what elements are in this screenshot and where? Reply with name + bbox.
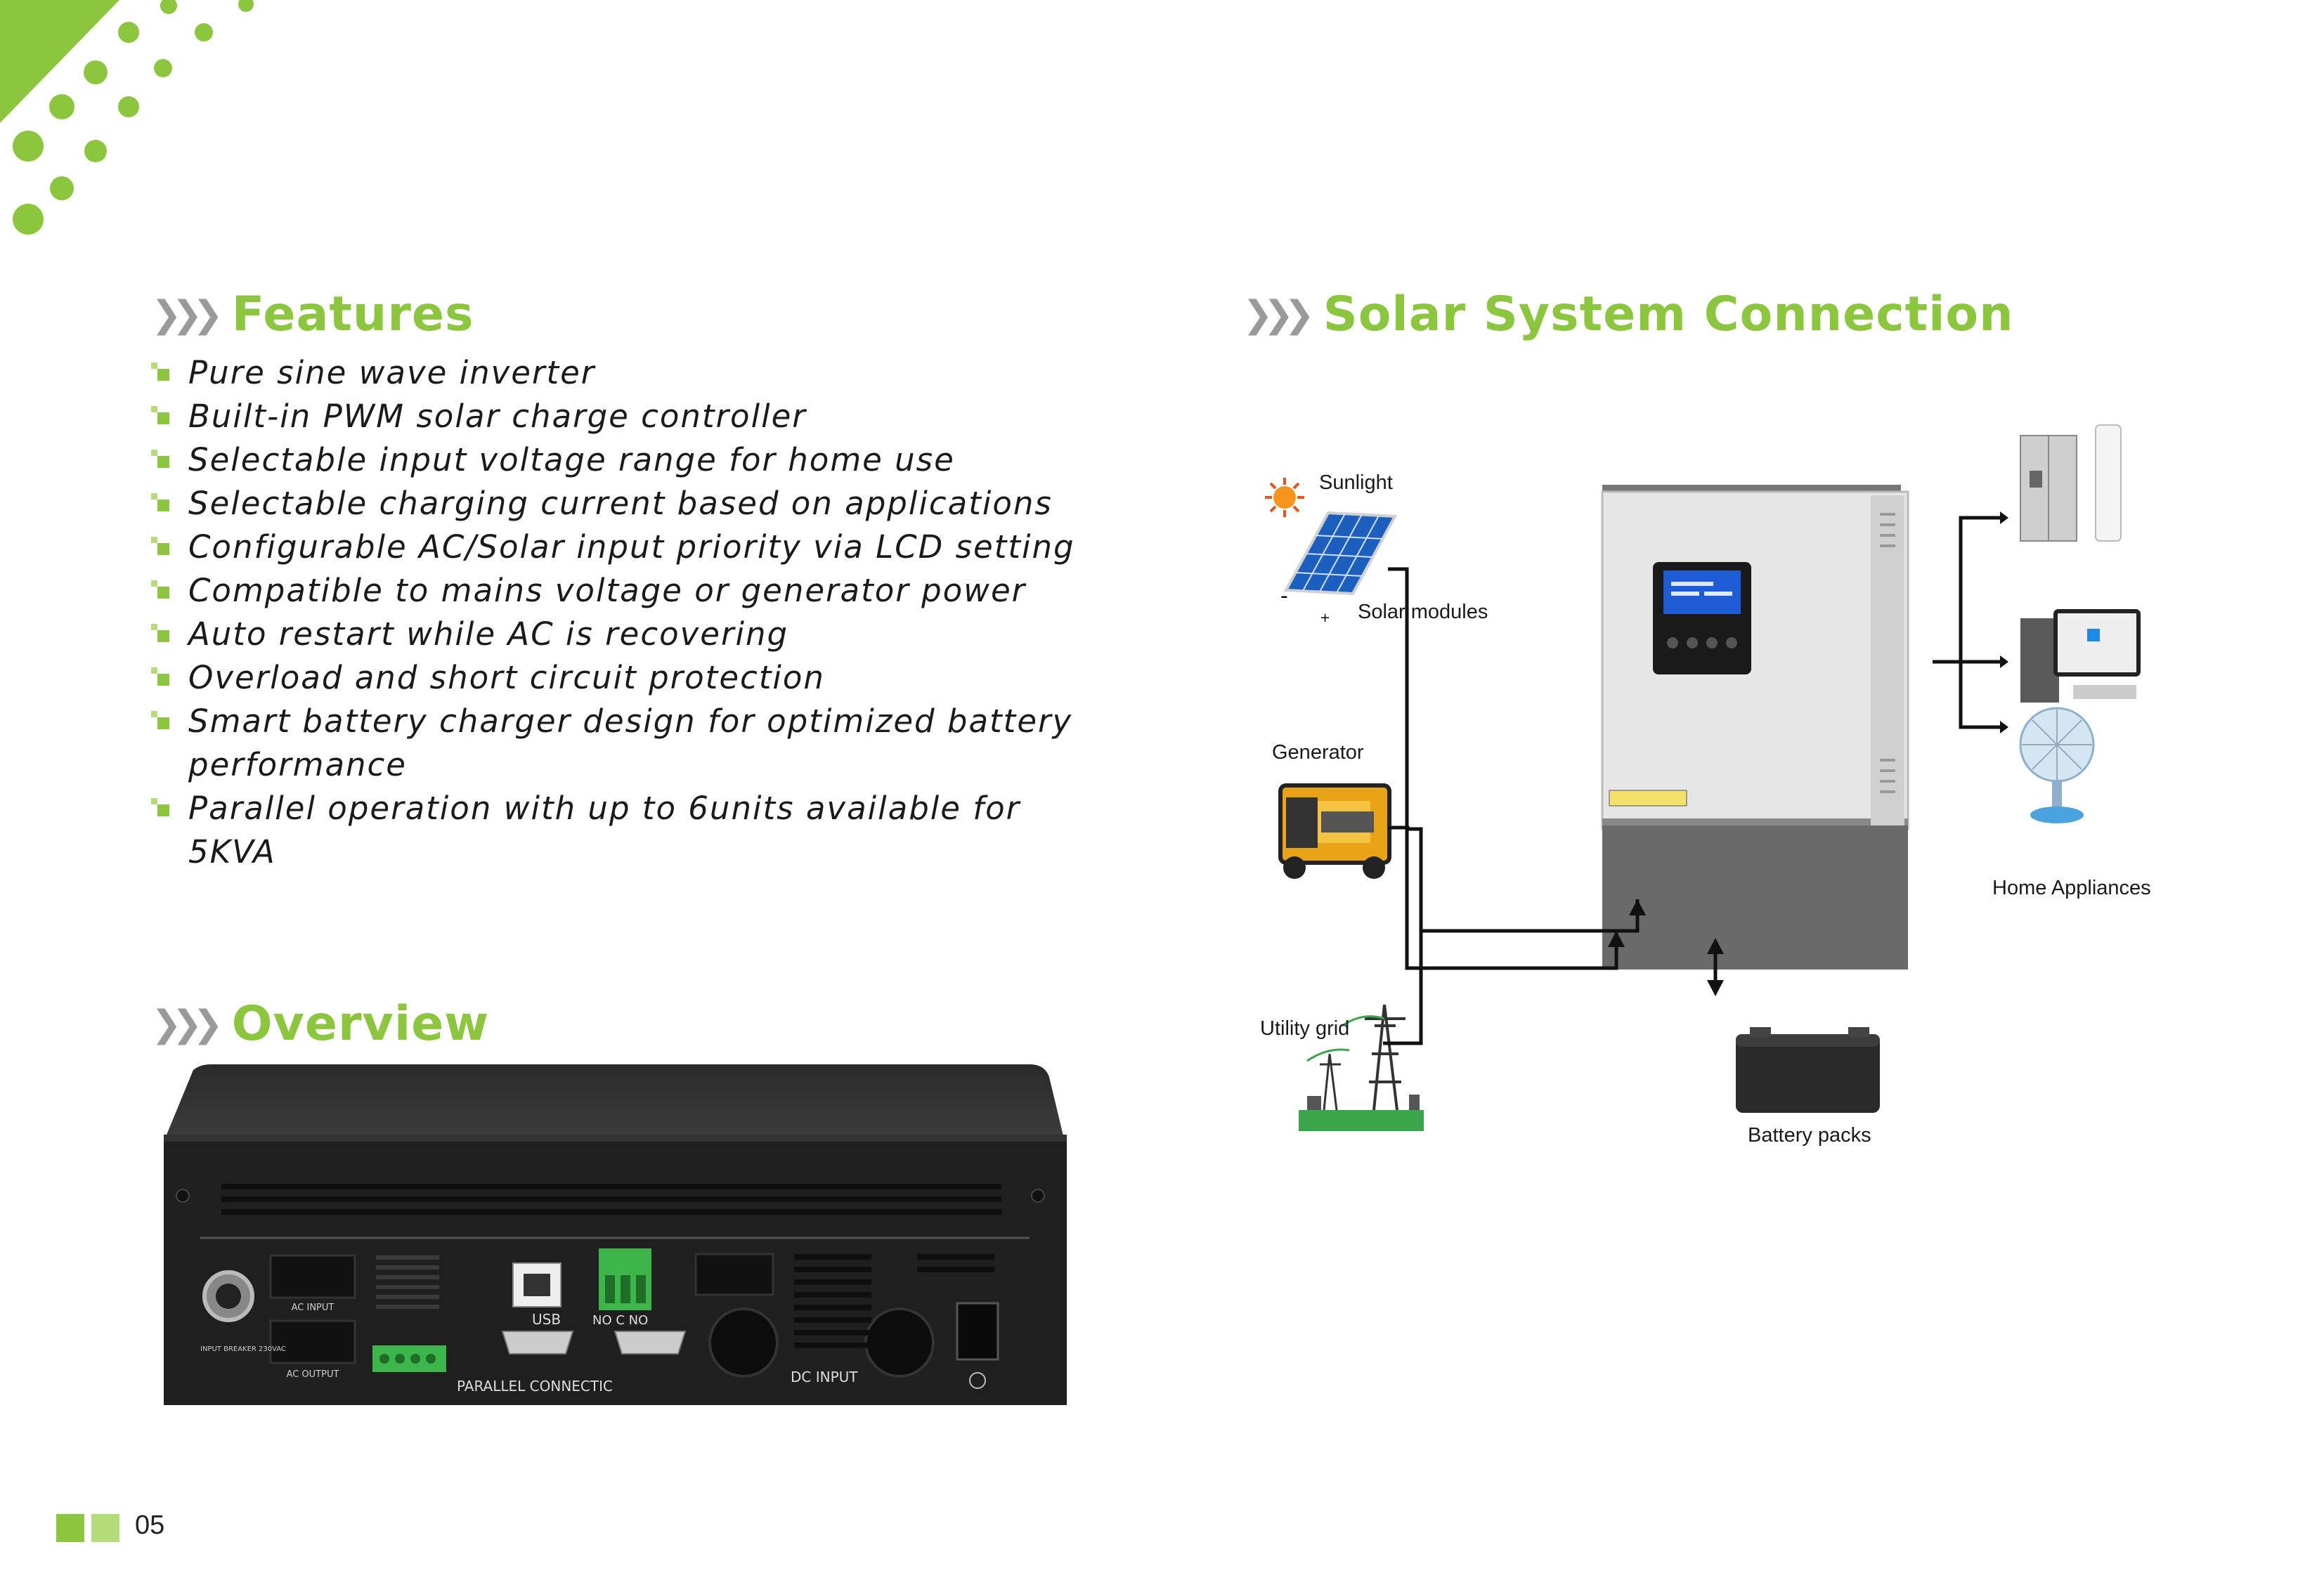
chevron-icon: ❯❯❯ xyxy=(151,1003,223,1045)
bullet-icon xyxy=(151,493,169,511)
battery-packs-label: Battery packs xyxy=(1748,1124,1871,1147)
sunlight-label: Sunlight xyxy=(1319,471,1393,494)
svg-text:+: + xyxy=(1320,611,1330,625)
sun-icon xyxy=(1265,478,1304,517)
footer-square-light xyxy=(91,1514,119,1542)
refrigerator-icon xyxy=(2020,424,2122,542)
features-title: Features xyxy=(231,287,474,342)
bullet-icon xyxy=(151,580,169,599)
bullet-icon xyxy=(151,537,169,555)
chevron-icon: ❯❯❯ xyxy=(1242,293,1315,336)
breaker-label: INPUT BREAKER 230VAC xyxy=(200,1345,286,1353)
utility-grid-icon xyxy=(1299,1004,1424,1131)
bullet-icon xyxy=(151,406,169,424)
page-number: 05 xyxy=(135,1510,165,1540)
chevron-icon: ❯❯❯ xyxy=(151,293,223,336)
feature-item: Auto restart while AC is recovering xyxy=(151,613,1100,656)
ac-output-label: AC OUTPUT xyxy=(287,1369,339,1380)
feature-item: Built-in PWM solar charge controller xyxy=(151,395,1100,438)
utility-grid-label: Utility grid xyxy=(1260,1017,1350,1040)
connection-lines xyxy=(1383,516,2003,1045)
feature-item: Selectable input voltage range for home … xyxy=(151,438,1100,482)
bullet-icon xyxy=(151,798,169,816)
relay-label: NO C NO xyxy=(592,1313,648,1328)
ac-input-label: AC INPUT xyxy=(292,1303,335,1313)
overview-title: Overview xyxy=(231,996,490,1052)
solar-heading: ❯❯❯ Solar System Connection xyxy=(1242,287,2014,342)
dc-input-label: DC INPUT xyxy=(791,1369,858,1385)
solar-modules-label: Solar modules xyxy=(1358,601,1488,623)
feature-item: Compatible to mains voltage or generator… xyxy=(151,569,1100,613)
corner-decoration xyxy=(0,0,254,235)
features-list: Pure sine wave inverter Built-in PWM sol… xyxy=(151,351,1100,874)
feature-item: Smart battery charger design for optimiz… xyxy=(151,700,1100,743)
bullet-icon xyxy=(151,450,169,468)
feature-item: Configurable AC/Solar input priority via… xyxy=(151,526,1100,569)
fan-icon xyxy=(2019,707,2095,823)
generator-label: Generator xyxy=(1272,741,1364,764)
svg-text:-: - xyxy=(1280,584,1288,608)
bullet-icon xyxy=(151,667,169,686)
bullet-icon xyxy=(151,624,169,642)
feature-item: Overload and short circuit protection xyxy=(151,656,1100,700)
inverter-front-image xyxy=(1601,485,1909,970)
computer-icon xyxy=(2020,609,2141,703)
solar-connection-diagram: - + xyxy=(1265,424,2141,1131)
feature-item-continuation: performance xyxy=(188,746,407,783)
battery-icon xyxy=(1736,1027,1880,1113)
solar-panel-icon: - + xyxy=(1280,511,1398,625)
bullet-icon xyxy=(151,711,169,729)
generator-icon xyxy=(1278,783,1391,879)
footer-square-dark xyxy=(56,1514,84,1542)
bullet-icon xyxy=(151,363,169,381)
overview-heading: ❯❯❯ Overview xyxy=(151,996,489,1052)
feature-item: Pure sine wave inverter xyxy=(151,351,1100,395)
parallel-label: PARALLEL CONNECTIC xyxy=(457,1378,613,1395)
inverter-rear-panel-image: AC INPUT AC OUTPUT INPUT BREAKER 230VAC … xyxy=(164,1064,1067,1405)
features-heading: ❯❯❯ Features xyxy=(151,287,474,342)
feature-item: Selectable charging current based on app… xyxy=(151,482,1100,526)
home-appliances-label: Home Appliances xyxy=(1992,877,2151,899)
usb-label: USB xyxy=(532,1311,561,1328)
solar-title: Solar System Connection xyxy=(1323,287,2014,342)
feature-item: Parallel operation with up to 6units ava… xyxy=(151,787,1100,874)
